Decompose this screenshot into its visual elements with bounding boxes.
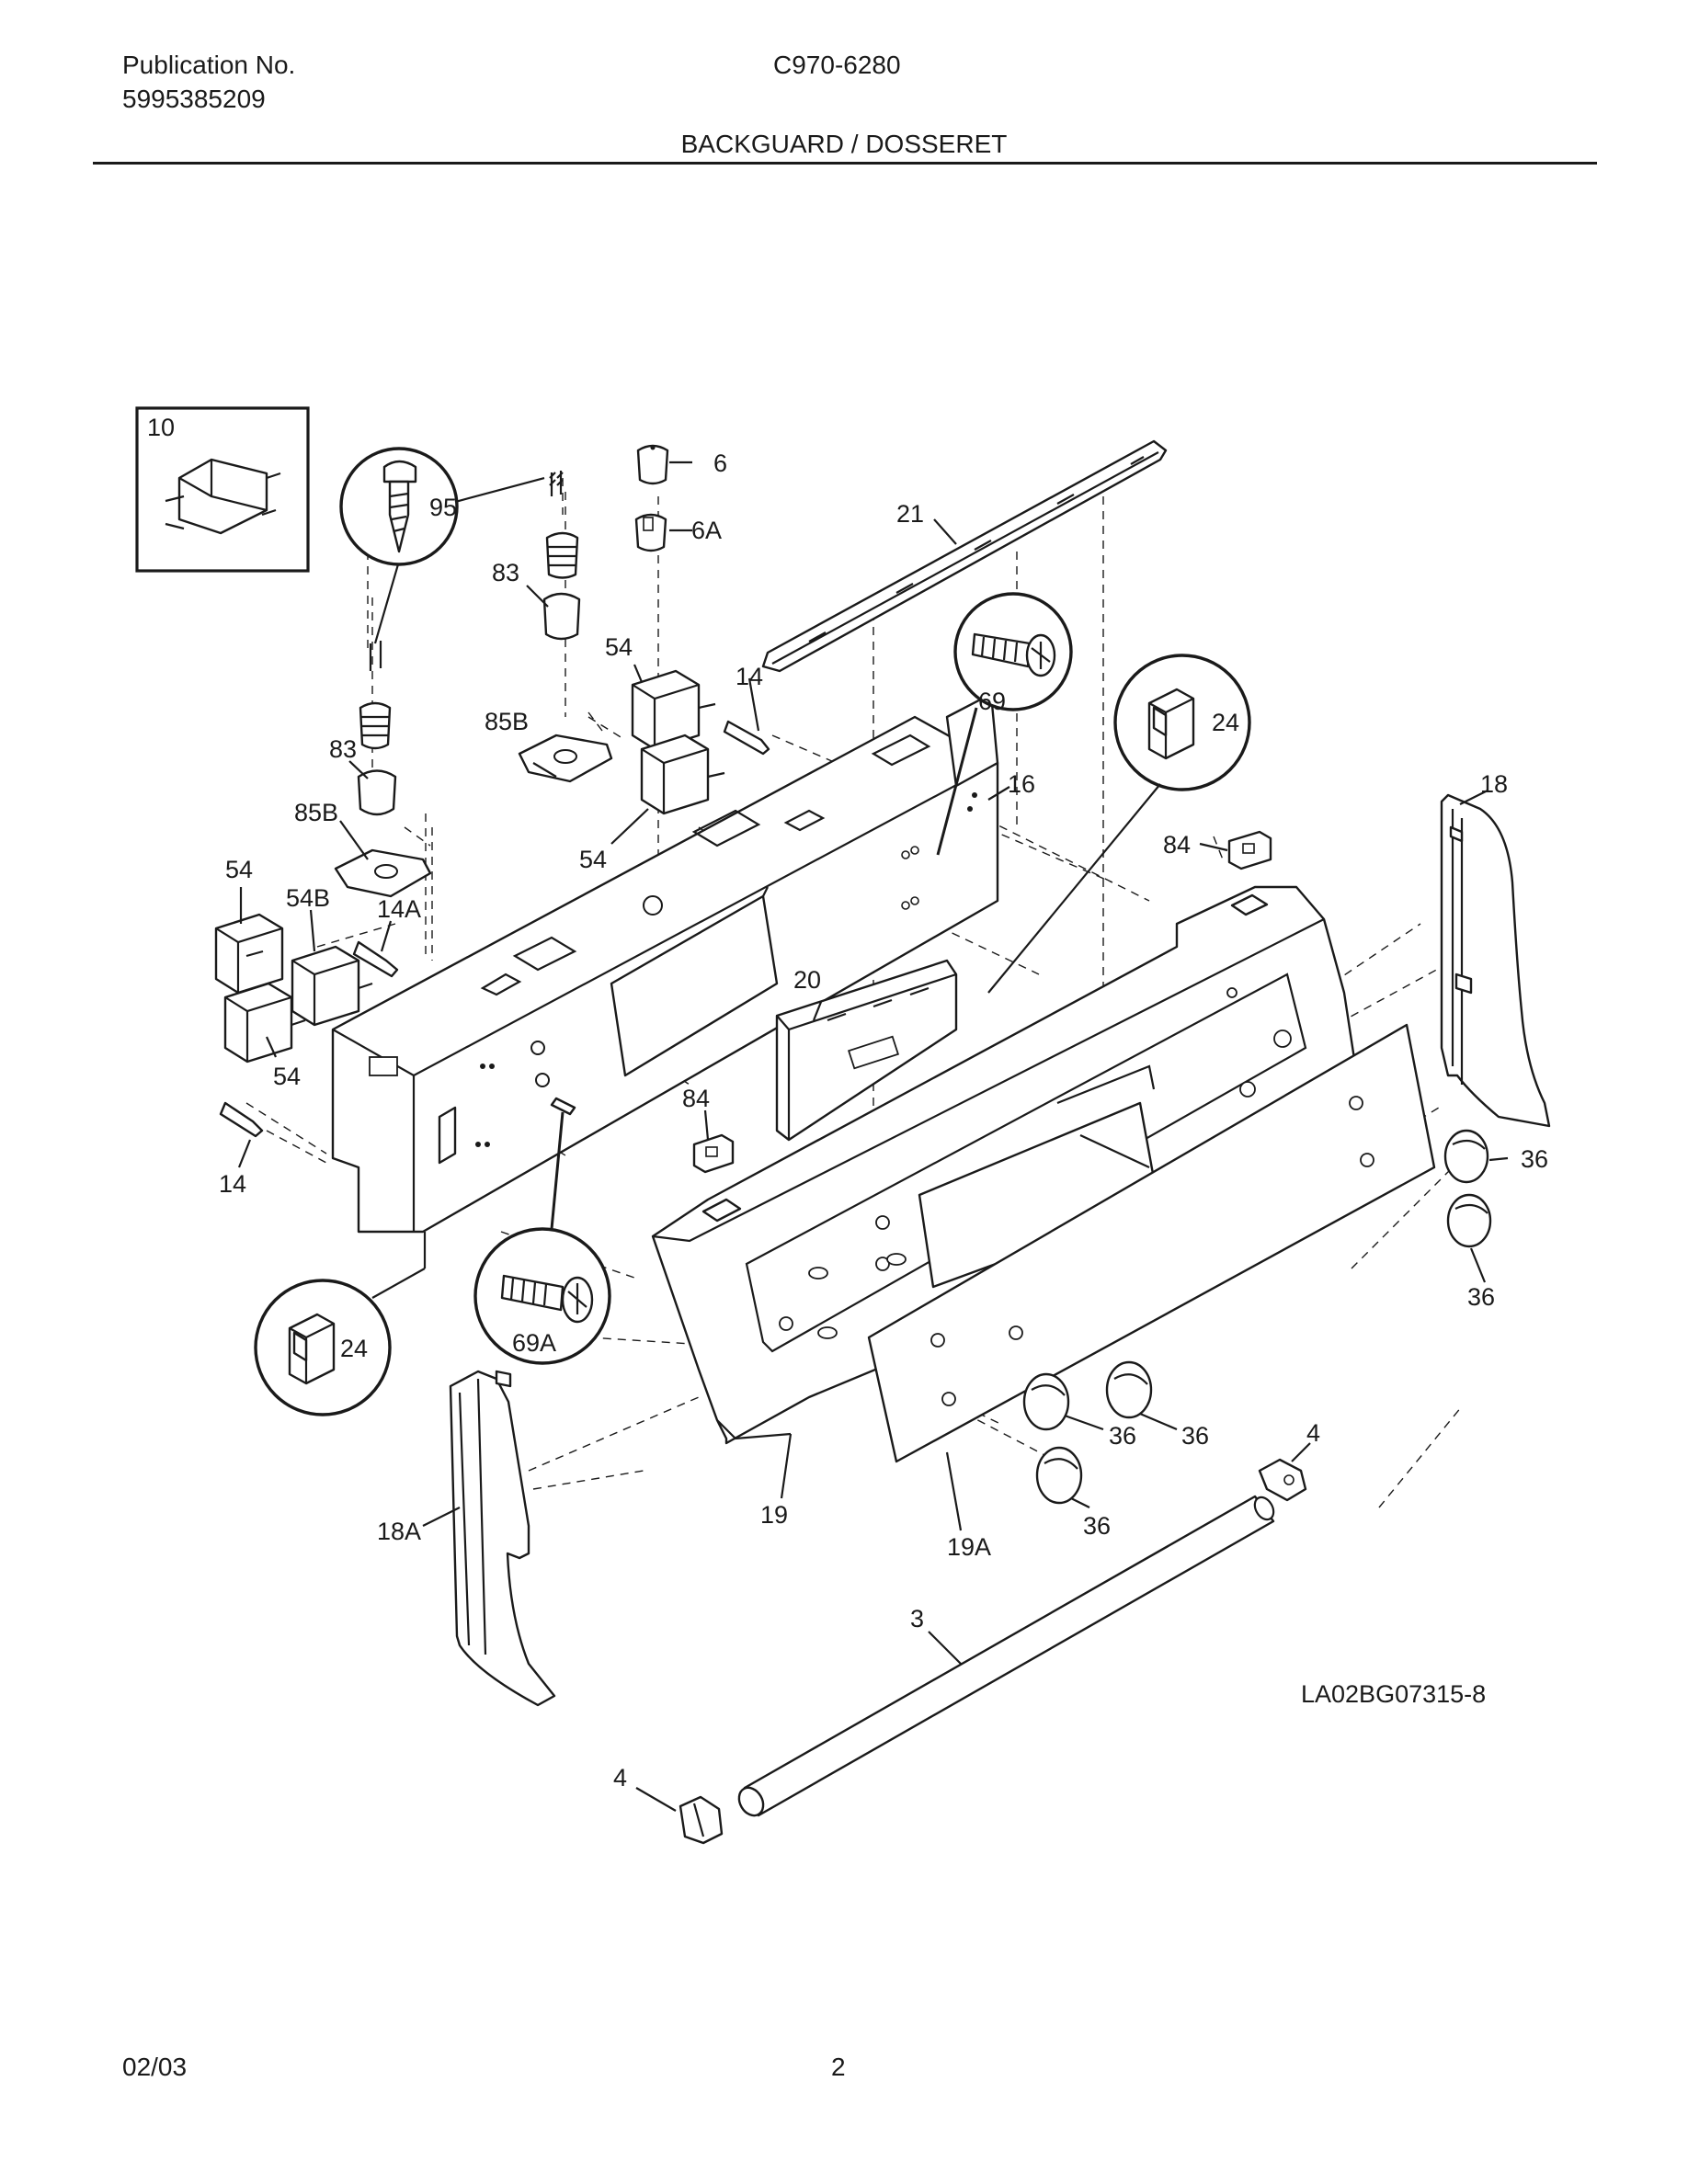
callout-14A: 14A [377, 895, 421, 923]
section-title: BACKGUARD / DOSSERET [680, 130, 1008, 158]
callout-36-a: 36 [1521, 1145, 1548, 1173]
callout-54-left: 54 [225, 856, 253, 883]
callout-95: 95 [429, 494, 457, 521]
callout-19: 19 [760, 1501, 788, 1529]
part-54-switch-top [631, 669, 716, 751]
callout-24-left: 24 [340, 1335, 368, 1362]
part-6-cap [636, 444, 669, 485]
part-14A-lamp [352, 940, 399, 978]
part-54-switch-mid [640, 734, 725, 815]
part-36-knob-a [1443, 1129, 1489, 1184]
part-20-control-board [775, 959, 958, 1142]
part-84-connector-left [692, 1133, 735, 1174]
part-85B-top [518, 711, 613, 783]
part-4-endcap-right [1258, 1458, 1307, 1502]
callout-36-b: 36 [1467, 1283, 1495, 1311]
part-54-switch-left [214, 913, 284, 995]
callout-54-mid: 54 [579, 846, 607, 873]
callout-83-left: 83 [329, 735, 357, 763]
callout-69A: 69A [512, 1329, 556, 1357]
callout-14-top: 14 [736, 663, 763, 690]
callout-84-right: 84 [1163, 831, 1191, 859]
part-10-ballast-box [135, 406, 310, 573]
callout-21: 21 [896, 500, 924, 528]
callout-6A: 6A [691, 517, 722, 544]
callout-18A: 18A [377, 1518, 421, 1545]
part-19-console [651, 885, 1358, 1445]
publication-number: 5995385209 [122, 85, 266, 113]
part-24-right-detail-circle [987, 654, 1251, 994]
part-18A-left-endcap [449, 1370, 556, 1707]
part-19A-knob-panel [867, 1023, 1436, 1463]
callout-18: 18 [1480, 770, 1508, 798]
callout-85B-top: 85B [485, 708, 529, 735]
callout-4-left: 4 [613, 1764, 627, 1792]
part-85B-left [334, 826, 432, 898]
part-screws-top [369, 471, 564, 671]
callout-84-left: 84 [682, 1085, 710, 1112]
part-84-connector-right [1227, 830, 1272, 870]
callout-19A: 19A [947, 1533, 991, 1561]
callout-54-top: 54 [605, 633, 633, 661]
part-54-switch-bottom [223, 982, 306, 1064]
callout-6: 6 [713, 449, 727, 477]
part-36-knob-e [1035, 1446, 1083, 1505]
part-83-top [542, 531, 581, 641]
callout-leader-lines [237, 461, 1509, 1812]
callout-16: 16 [1008, 770, 1035, 798]
reference-code: LA02BG07315-8 [1301, 1680, 1486, 1708]
publication-label: Publication No. [122, 51, 296, 79]
callout-54B: 54B [286, 884, 330, 912]
callout-83-top: 83 [492, 559, 519, 586]
part-14-lamp-left [219, 1101, 264, 1138]
part-6A-socket [634, 513, 667, 552]
callout-10: 10 [147, 414, 175, 441]
part-36-knob-b [1446, 1193, 1492, 1248]
header-rule [93, 162, 1597, 165]
callout-24-right: 24 [1212, 709, 1239, 736]
callout-14-left: 14 [219, 1170, 246, 1198]
part-95-detail-circle [339, 447, 545, 644]
part-24-left-detail-circle [254, 1232, 427, 1416]
part-14-lamp-top [723, 720, 770, 756]
callout-3: 3 [910, 1605, 924, 1632]
callout-36-c: 36 [1109, 1422, 1136, 1450]
callout-36-e: 36 [1083, 1512, 1111, 1540]
part-36-knob-d [1105, 1360, 1153, 1419]
part-69A-detail-circle [473, 1097, 611, 1365]
part-83-left [357, 701, 397, 816]
callout-4-right: 4 [1306, 1419, 1320, 1447]
callout-69: 69 [978, 688, 1006, 715]
part-69-detail-circle [936, 592, 1073, 856]
footer-date: 02/03 [122, 2053, 188, 2081]
callout-85B-left: 85B [294, 799, 338, 826]
part-21-trim-strip [761, 439, 1168, 673]
part-18-right-endcap [1440, 793, 1551, 1128]
callout-36-d: 36 [1181, 1422, 1209, 1450]
page-number: 2 [831, 2053, 846, 2081]
part-36-knob-c [1022, 1372, 1070, 1431]
part-4-endcap-left [679, 1795, 724, 1845]
model-number: C970-6280 [773, 51, 901, 79]
callout-20: 20 [793, 966, 821, 994]
part-3-handle-rod [737, 1495, 1275, 1817]
callout-54-bottom: 54 [273, 1063, 301, 1090]
callout-labels: 10 95 6 6A 21 83 54 14 85B 83 85B 54 54 … [147, 414, 1548, 1792]
part-16-backguard-panel [331, 692, 999, 1234]
